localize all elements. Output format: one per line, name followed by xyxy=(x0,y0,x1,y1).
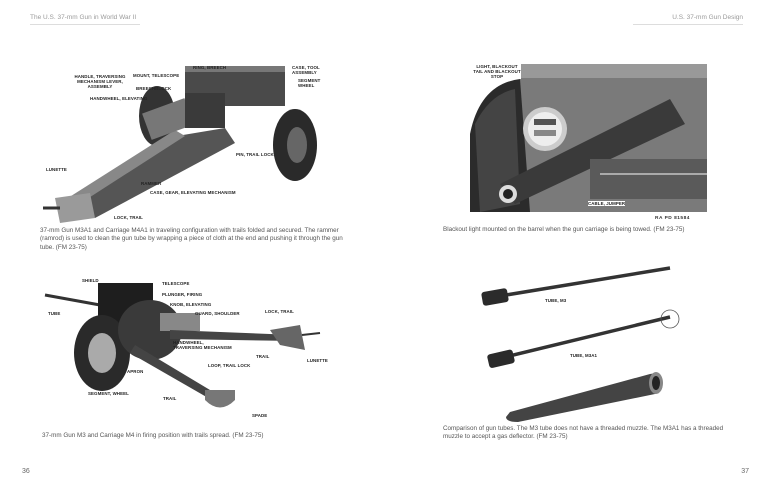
caption-tubes: Comparison of gun tubes. The M3 tube doe… xyxy=(443,425,724,441)
label-apron: APRON xyxy=(127,369,144,374)
page-number-right: 37 xyxy=(741,468,749,475)
right-page: U.S. 37-mm Gun Design LIGHT, BLACKOUT TA… xyxy=(385,0,771,490)
label-case-gear: CASE, GEAR, ELEVATING MECHANISM xyxy=(150,190,236,195)
label-lock-trail-2: LOCK, TRAIL xyxy=(265,309,294,314)
gun-tubes-illustration xyxy=(481,266,680,422)
label-breechblock: BREECHBLOCK xyxy=(136,86,172,91)
label-mount-telescope: MOUNT, TELESCOPE xyxy=(133,73,180,78)
label-light-blackout: LIGHT, BLACKOUT TAIL AND BLACKOUT STOP xyxy=(473,64,521,79)
label-spade: SPADE xyxy=(252,413,268,418)
label-tube-m3: TUBE, M3 xyxy=(545,298,567,303)
gun-travel-illustration xyxy=(43,66,317,223)
label-tube: TUBE xyxy=(48,311,61,316)
header-rule xyxy=(30,24,140,25)
label-telescope: TELESCOPE xyxy=(162,281,190,286)
running-header-left: The U.S. 37-mm Gun in World War II xyxy=(30,14,137,21)
label-segment-wheel: SEGMENT WHEEL xyxy=(298,78,321,88)
caption-firing: 37-mm Gun M3 and Carriage M4 in firing p… xyxy=(42,432,264,439)
running-header-right: U.S. 37-mm Gun Design xyxy=(672,14,743,21)
label-lock-trail: LOCK, TRAIL xyxy=(114,215,143,220)
page-number-left: 36 xyxy=(22,468,30,475)
label-shield: SHIELD xyxy=(82,278,99,283)
label-lunette: LUNETTE xyxy=(46,167,67,172)
label-trail-2: TRAIL xyxy=(163,396,177,401)
label-knob-elevating: KNOB, ELEVATING xyxy=(170,302,212,307)
label-handle-traversing: HANDLE, TRAVERSING MECHANISM LEVER, ASSE… xyxy=(74,74,126,89)
blackout-light-photo xyxy=(470,64,707,212)
label-handwheel-traversing: HANDWHEEL, TRAVERSING MECHANISM xyxy=(173,340,232,350)
header-rule xyxy=(633,24,743,25)
label-ring-breech: RING, BREECH xyxy=(193,65,227,70)
label-plunger-firing: PLUNGER, FIRING xyxy=(162,292,203,297)
gun-firing-illustration xyxy=(44,283,321,408)
label-loop-trail-lock: LOOP, TRAIL LOCK xyxy=(208,363,251,368)
label-pin-trail-lock: PIN, TRAIL LOCK xyxy=(236,152,274,157)
label-cable-jumper: CABLE, JUMPER xyxy=(588,201,626,206)
label-lunette-2: LUNETTE xyxy=(307,358,328,363)
label-rammer: RAMMER xyxy=(141,181,162,186)
label-handwheel-elevating: HANDWHEEL, ELEVATING xyxy=(90,96,148,101)
photo-reference-id: RA PD 81584 xyxy=(655,216,690,221)
label-trail-1: TRAIL xyxy=(256,354,270,359)
left-page: The U.S. 37-mm Gun in World War II RING,… xyxy=(0,0,385,490)
label-segment-wheel-2: SEGMENT, WHEEL xyxy=(88,391,129,396)
label-tube-m3a1: TUBE, M3A1 xyxy=(570,353,598,358)
label-guard-shoulder: GUARD, SHOULDER xyxy=(195,311,240,316)
label-case-tool: CASE, TOOL ASSEMBLY xyxy=(292,65,320,75)
caption-travel: 37-mm Gun M3A1 and Carriage M4A1 in trav… xyxy=(40,227,343,251)
caption-blackout: Blackout light mounted on the barrel whe… xyxy=(443,226,685,233)
